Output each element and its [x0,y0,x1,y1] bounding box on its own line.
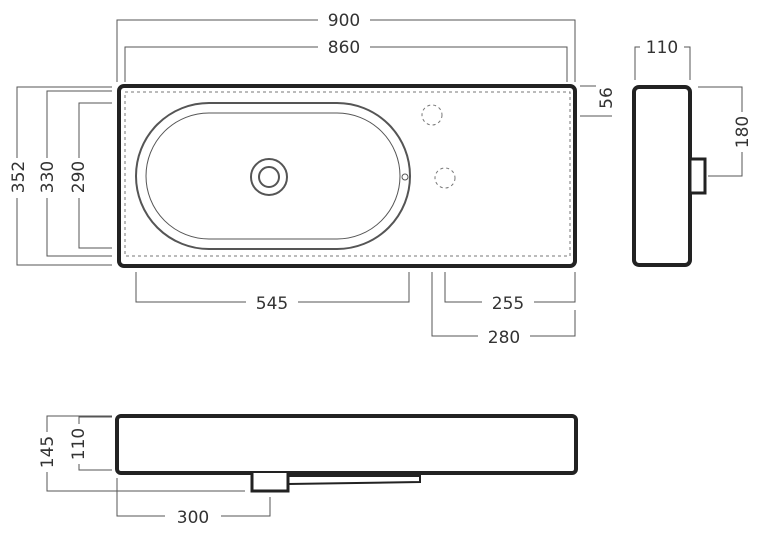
label-left-offset: 545 [256,294,288,314]
dim-overflow-height: 180 [698,86,755,177]
dim-mid-depth: 330 [36,90,112,257]
dim-side-width: 110 [634,36,691,80]
label-overflow-height: 180 [733,116,753,148]
label-side-width: 110 [646,38,678,58]
top-view: 900 860 56 352 [6,8,617,348]
dim-body-height: 110 [67,416,112,471]
label-inner-width: 860 [328,38,360,58]
label-rim-offset: 56 [597,87,617,109]
overflow-stub [688,157,707,195]
label-overall-height: 145 [38,436,58,468]
dim-right-offset: 255 [444,272,576,314]
label-inner-depth: 290 [69,161,89,193]
basin-outline-side [632,85,692,267]
drain-slope [287,475,421,485]
front-view: 145 110 300 [36,414,578,528]
dim-right-outer-offset: 280 [431,272,576,348]
dim-left-offset: 545 [135,272,410,314]
dim-inner-depth: 290 [67,102,112,249]
bowl-inner [145,112,401,240]
drain-inner [258,166,280,188]
basin-inner-dashed [124,91,571,257]
overflow-hole [401,173,409,181]
dim-overall-height: 145 [36,415,245,492]
label-right-outer-offset: 280 [488,328,520,348]
dim-drain-offset: 300 [116,478,271,528]
label-overall-width: 900 [328,11,360,31]
label-right-offset: 255 [492,294,524,314]
bowl-outer [135,102,411,250]
basin-outline-top [117,84,577,268]
label-drain-offset: 300 [177,508,209,528]
label-body-height: 110 [69,428,89,460]
drain-pipe [250,473,290,493]
drain-outer [250,158,288,196]
dim-overall-depth: 352 [6,86,112,266]
tap-hole-1 [421,104,443,126]
dim-rim-offset: 56 [580,85,617,117]
tap-hole-2 [434,167,456,189]
dim-overall-width: 900 [116,8,576,82]
dim-inner-width: 860 [124,35,568,82]
label-mid-depth: 330 [38,161,58,193]
basin-outline-front [115,414,578,475]
label-overall-depth: 352 [9,161,29,193]
side-view: 110 180 [632,36,755,267]
